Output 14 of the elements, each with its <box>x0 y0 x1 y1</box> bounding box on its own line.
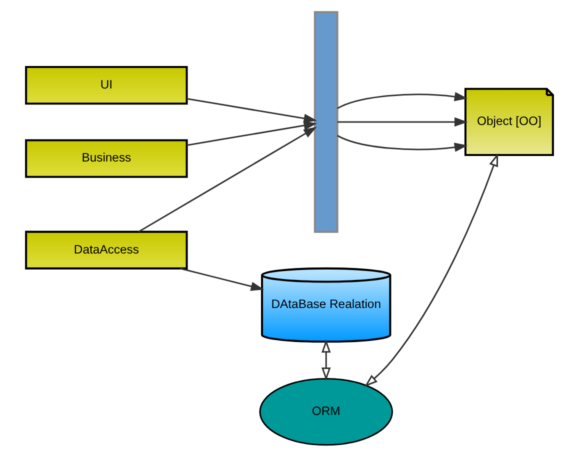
node-box: DataAccess <box>24 230 188 270</box>
node-box: Business <box>24 139 188 178</box>
arrow <box>320 339 330 381</box>
arrow <box>336 92 468 110</box>
node-ellipse: ORM <box>258 378 392 446</box>
arrow <box>180 268 264 291</box>
node-box: UI <box>24 66 188 105</box>
arrow <box>336 134 468 152</box>
arrow <box>138 126 316 232</box>
arrow <box>336 117 468 127</box>
arrow <box>186 98 317 123</box>
arrow <box>364 153 498 387</box>
arrow <box>186 120 317 146</box>
node-bar <box>313 11 338 233</box>
